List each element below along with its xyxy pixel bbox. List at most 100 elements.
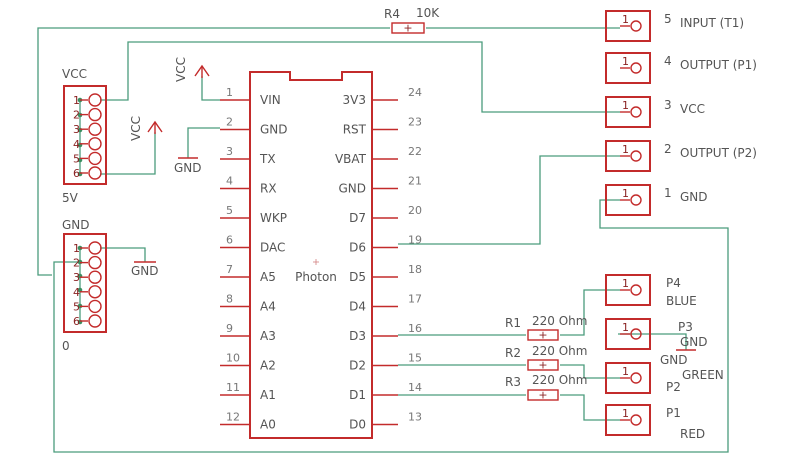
pin-label: A0	[260, 418, 276, 432]
pin-number: 23	[408, 116, 422, 129]
chip-pin-3v3: 24 3V3	[343, 86, 422, 107]
pin-label: A4	[260, 300, 276, 314]
pin-label: RX	[260, 182, 277, 196]
led-label: GND	[680, 335, 708, 349]
pin-number: 16	[408, 322, 422, 335]
header-pin-number: 2	[73, 257, 80, 270]
pin-number: 1	[226, 86, 233, 99]
r1-name: R1	[505, 316, 521, 330]
vcc-symbol-mid: VCC	[129, 116, 163, 141]
gnd-symbol-p3: GND	[660, 349, 696, 367]
r2-name: R2	[505, 346, 521, 360]
pin-label: GND	[338, 182, 366, 196]
svg-text:+: +	[538, 389, 547, 402]
photon-chip: Photon 1VIN2GND3TX4RX5WKP6DAC7A58A49A310…	[220, 71, 422, 439]
pin-number: 8	[226, 293, 233, 306]
header-pin: 6	[73, 166, 102, 180]
pin-number: 24	[408, 86, 422, 99]
header-pin-number: 1	[73, 242, 80, 255]
header-pin: 4	[73, 137, 102, 151]
wire-vcc-net	[100, 41, 620, 113]
terminal-pin-number: 1	[622, 99, 629, 112]
pin-number: 10	[226, 352, 240, 365]
r1-value: 220 Ohm	[532, 314, 587, 328]
pin-number: 22	[408, 145, 422, 158]
gnd-p3-label: GND	[660, 353, 688, 367]
header-pin: 3	[73, 270, 102, 284]
connector-label: INPUT (T1)	[680, 16, 744, 30]
pin-number: 7	[226, 263, 233, 276]
connector-number: 5	[664, 12, 672, 26]
gnd-mid-label: GND	[174, 161, 202, 175]
led-name: P3	[678, 320, 693, 334]
header-pin-number: 2	[73, 109, 80, 122]
resistor-r1: + R1 220 Ohm	[505, 314, 587, 342]
connector-number: 1	[664, 186, 672, 200]
pin-label: WKP	[260, 211, 287, 225]
connector-number: 4	[664, 54, 672, 68]
led-label: BLUE	[666, 294, 697, 308]
resistor-r2: + R2 220 Ohm	[505, 344, 587, 372]
pin-number: 5	[226, 204, 233, 217]
header-pin-number: 6	[73, 315, 80, 328]
header-pin-number: 5	[73, 300, 80, 313]
connector-label: OUTPUT (P2)	[680, 146, 757, 160]
pin-label: A1	[260, 388, 276, 402]
header-gnd-title: GND	[62, 218, 90, 232]
pin-label: D5	[349, 270, 366, 284]
chip-pin-rx: 4RX	[220, 175, 277, 196]
vcc-top-label: VCC	[174, 57, 188, 82]
pin-label: RST	[343, 123, 367, 137]
gnd-symbol-header: GND	[131, 261, 159, 278]
pin-label: D1	[349, 388, 366, 402]
wires	[37, 27, 729, 453]
header-pin: 5	[73, 151, 102, 165]
wire-gnd-loop	[53, 199, 729, 453]
wire-r4-input	[37, 27, 390, 276]
header-gnd-footer: 0	[62, 339, 70, 353]
r3-name: R3	[505, 375, 521, 389]
terminal-pin-number: 1	[622, 143, 629, 156]
terminal-pin-number: 1	[622, 13, 629, 26]
resistor-r4: + R4 10K	[384, 6, 440, 35]
header-vcc-title: VCC	[62, 67, 87, 81]
terminal-pin-number: 1	[622, 187, 629, 200]
header-pin: 3	[73, 122, 102, 136]
pin-number: 12	[226, 411, 240, 424]
header-pin: 4	[73, 285, 102, 299]
pin-number: 21	[408, 175, 422, 188]
led-label: GREEN	[682, 368, 724, 382]
pin-label: 3V3	[343, 93, 366, 107]
vcc-symbol-top: VCC	[174, 57, 210, 82]
terminal-pin-number: 1	[622, 365, 629, 378]
svg-text:+: +	[538, 329, 547, 342]
terminal-pin-number: 1	[622, 55, 629, 68]
wire-d6-output-p2	[398, 155, 620, 245]
pin-number: 15	[408, 352, 422, 365]
r3-value: 220 Ohm	[532, 373, 587, 387]
wire-gnd-header	[100, 247, 146, 262]
chip-pin-a3: 9A3	[220, 322, 276, 343]
pin-label: D7	[349, 211, 366, 225]
pin-number: 4	[226, 175, 233, 188]
connector-label: OUTPUT (P1)	[680, 58, 757, 72]
pin-number: 14	[408, 381, 422, 394]
chip-name: Photon	[295, 270, 337, 284]
